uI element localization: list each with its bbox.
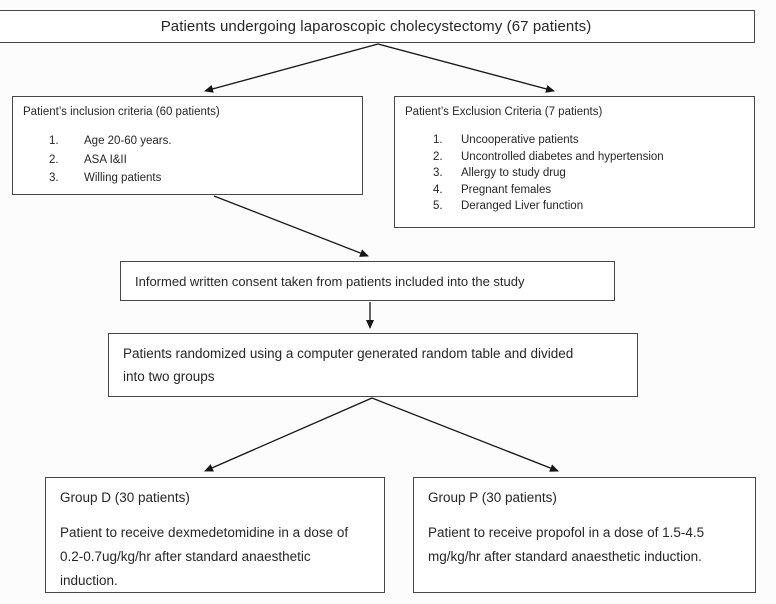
list-item-number: 4. [433, 183, 443, 196]
title-text: Patients undergoing laparoscopic cholecy… [160, 18, 592, 35]
inclusion-list-item: 1. Age 20-60 years. [23, 132, 352, 151]
group-d-body: Patient to receive dexmedetomidine in a … [60, 525, 349, 588]
title-box: Patients undergoing laparoscopic cholecy… [0, 10, 755, 43]
exclusion-list-item: 4. Pregnant females [405, 182, 744, 199]
list-item-text: Deranged Liver function [461, 200, 584, 212]
exclusion-criteria-box: Patient’s Exclusion Criteria (7 patients… [394, 96, 755, 228]
group-p-box: Group P (30 patients) Patient to receive… [413, 477, 756, 593]
list-item-text: Pregnant females [461, 183, 552, 196]
randomization-text: Patients randomized using a computer gen… [123, 346, 574, 384]
exclusion-heading: Patient’s Exclusion Criteria (7 patients… [405, 106, 603, 118]
arrow-title-to-exclusion [377, 43, 555, 93]
group-p-heading: Group P (30 patients) [428, 490, 557, 505]
exclusion-list-item: 3. Allergy to study drug [405, 165, 744, 182]
inclusion-list-item: 2. ASA I&II [23, 151, 352, 170]
arrow-randomization-to-group-d [204, 397, 373, 472]
exclusion-list: 1. Uncooperative patients 2. Uncontrolle… [405, 132, 744, 215]
randomization-box: Patients randomized using a computer gen… [108, 333, 638, 397]
list-item-text: ASA I&II [84, 153, 127, 166]
arrow-randomization-to-group-p [371, 397, 559, 472]
list-item-number: 3. [49, 172, 59, 184]
group-p-body: Patient to receive propofol in a dose of… [428, 525, 705, 564]
exclusion-list-item: 2. Uncontrolled diabetes and hypertensio… [405, 149, 744, 166]
consent-box: Informed written consent taken from pati… [120, 261, 615, 301]
exclusion-list-item: 1. Uncooperative patients [405, 132, 744, 149]
list-item-number: 3. [433, 167, 443, 179]
inclusion-criteria-box: Patient’s inclusion criteria (60 patient… [12, 96, 363, 195]
group-d-box: Group D (30 patients) Patient to receive… [45, 477, 385, 593]
list-item-number: 2. [49, 153, 59, 166]
exclusion-list-item: 5. Deranged Liver function [405, 198, 744, 215]
list-item-text: Uncontrolled diabetes and hypertension [461, 150, 664, 163]
list-item-text: Uncooperative patients [461, 134, 579, 146]
group-d-heading: Group D (30 patients) [60, 490, 190, 505]
consent-text: Informed written consent taken from pati… [135, 273, 525, 289]
list-item-text: Allergy to study drug [461, 167, 566, 179]
arrow-title-to-inclusion [204, 43, 379, 93]
list-item-number: 1. [49, 135, 59, 147]
list-item-number: 5. [433, 200, 443, 212]
list-item-number: 1. [433, 134, 443, 146]
inclusion-heading: Patient’s inclusion criteria (60 patient… [23, 106, 220, 118]
list-item-text: Age 20-60 years. [84, 135, 172, 147]
inclusion-list-item: 3. Willing patients [23, 169, 352, 188]
arrow-inclusion-to-consent [213, 195, 369, 257]
inclusion-list: 1. Age 20-60 years. 2. ASA I&II 3. Willi… [23, 132, 352, 188]
list-item-number: 2. [433, 150, 443, 163]
list-item-text: Willing patients [84, 172, 162, 184]
